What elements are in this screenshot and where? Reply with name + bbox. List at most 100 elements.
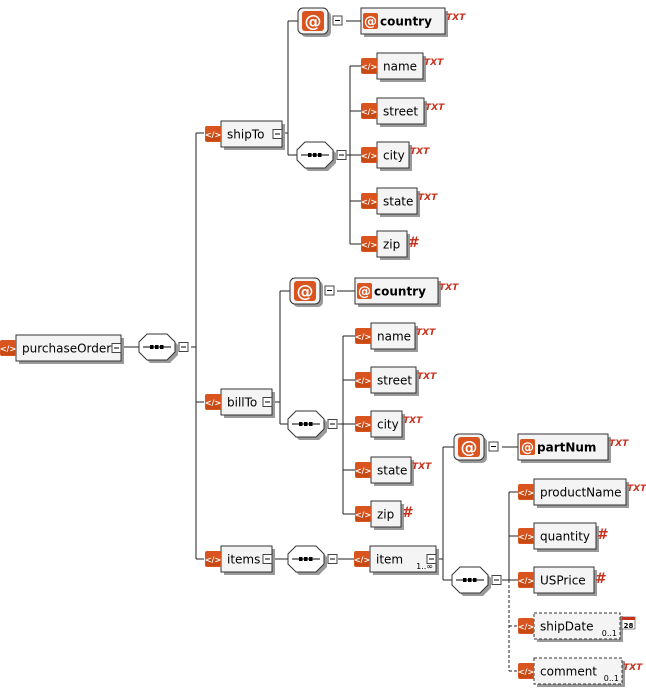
type-badge-date: 28 <box>621 616 636 630</box>
item-attributes-toggle[interactable] <box>488 441 499 452</box>
bill-to-element[interactable]: </> billTo <box>205 388 275 418</box>
svg-text:</>: </> <box>355 377 371 386</box>
part-num-attribute-label: partNum <box>537 441 596 455</box>
type-badge-number: # <box>402 505 413 521</box>
element-icon: </> <box>205 394 221 410</box>
bill-to-attributes[interactable]: @ <box>289 277 335 307</box>
us-price-element[interactable]: </>USPrice# <box>518 566 606 596</box>
type-badge-text: TXT <box>417 372 437 382</box>
sequence-dot <box>299 422 303 426</box>
svg-text:</>: </> <box>361 198 377 207</box>
element-icon: </> <box>355 462 371 478</box>
bill-to-country-attribute-label: country <box>374 285 426 299</box>
cardinality: 1..∞ <box>416 562 433 571</box>
element-icon: </> <box>361 236 377 252</box>
purchase-order-element[interactable]: </>purchaseOrder <box>0 334 124 364</box>
sequence-dot <box>150 345 154 349</box>
item-attributes[interactable]: @ <box>453 433 499 463</box>
bill-to-state-element-label: state <box>377 464 407 478</box>
svg-text:</>: </> <box>205 131 221 140</box>
bill-to-state-element[interactable]: </> state TXT <box>355 456 432 486</box>
type-badge-text: TXT <box>627 484 646 494</box>
ship-date-element-label: shipDate <box>540 620 594 634</box>
type-badge-text: TXT <box>623 663 643 673</box>
element-icon: </> <box>518 663 534 679</box>
element-icon: </> <box>361 103 377 119</box>
type-badge-number: # <box>408 235 419 251</box>
svg-text:</>: </> <box>518 577 534 586</box>
svg-text:</>: </> <box>518 623 534 632</box>
svg-text:</>: </> <box>355 421 371 430</box>
svg-text:</>: </> <box>354 556 370 565</box>
items-element-toggle[interactable] <box>262 554 273 564</box>
element-icon: </> <box>361 147 377 163</box>
ship-to-attributes-toggle[interactable] <box>332 15 343 26</box>
element-icon: </> <box>518 572 534 588</box>
ship-to-element[interactable]: </>shipTo <box>205 120 285 150</box>
svg-text:@: @ <box>305 12 322 32</box>
svg-text:</>: </> <box>361 63 377 72</box>
attribute-icon: @ <box>357 283 372 300</box>
type-badge-text: TXT <box>412 462 432 472</box>
sequence-dot <box>304 557 308 561</box>
attribute-icon: @ <box>520 439 535 456</box>
bill-to-country-attribute[interactable]: @country TXT <box>354 277 459 307</box>
ship-to-sequence-toggle[interactable] <box>336 150 347 160</box>
quantity-element-label: quantity <box>540 530 590 544</box>
ship-to-state-element-label: state <box>383 195 413 209</box>
svg-text:28: 28 <box>624 622 634 630</box>
attribute-group-icon <box>294 281 316 301</box>
quantity-element[interactable]: </>quantity# <box>518 522 608 552</box>
sequence-dot <box>304 422 308 426</box>
svg-text:</>: </> <box>0 345 16 354</box>
type-badge-text: TXT <box>439 283 459 293</box>
ship-to-sequence[interactable] <box>296 141 347 171</box>
type-badge-text: TXT <box>609 439 629 449</box>
sequence-dot <box>308 153 312 157</box>
ship-to-element-toggle[interactable] <box>272 129 283 139</box>
part-num-attribute[interactable]: @partNum TXT <box>517 433 629 463</box>
svg-text:</>: </> <box>361 241 377 250</box>
items-element[interactable]: </>items <box>205 545 275 575</box>
element-icon: </> <box>355 416 371 432</box>
bill-to-sequence[interactable] <box>287 410 338 440</box>
element-icon: </> <box>0 340 16 356</box>
element-icon: </> <box>518 528 534 544</box>
item-element-toggle[interactable] <box>426 554 437 564</box>
sequence-dot <box>160 345 164 349</box>
item-sequence[interactable] <box>451 566 502 596</box>
item-sequence-toggle[interactable] <box>491 575 502 585</box>
bill-to-zip-element-label: zip <box>377 508 394 522</box>
root-sequence-toggle[interactable] <box>178 342 189 352</box>
purchase-order-element-toggle[interactable] <box>111 343 122 353</box>
bill-to-element-toggle[interactable] <box>262 397 273 407</box>
ship-to-street-element-label: street <box>383 105 418 119</box>
item-element[interactable]: </> item 1..∞ <box>354 545 439 575</box>
bill-to-element-label: billTo <box>227 396 257 410</box>
svg-text:</>: </> <box>518 668 534 677</box>
product-name-element-label: productName <box>540 486 622 500</box>
item-element-label: item <box>376 553 403 567</box>
items-sequence[interactable] <box>287 545 338 575</box>
items-sequence-toggle[interactable] <box>327 554 338 564</box>
root-sequence[interactable] <box>138 333 189 363</box>
bill-to-attributes-toggle[interactable] <box>324 285 335 296</box>
bill-to-zip-element[interactable]: </>zip# <box>355 500 413 530</box>
element-icon: </> <box>361 193 377 209</box>
ship-to-street-element[interactable]: </> street TXT <box>361 97 445 127</box>
bill-to-sequence-toggle[interactable] <box>327 419 338 429</box>
ship-to-attributes[interactable]: @ <box>297 7 343 37</box>
svg-text:</>: </> <box>361 152 377 161</box>
ship-to-zip-element[interactable]: </>zip# <box>361 230 419 260</box>
type-badge-text: TXT <box>425 103 445 113</box>
